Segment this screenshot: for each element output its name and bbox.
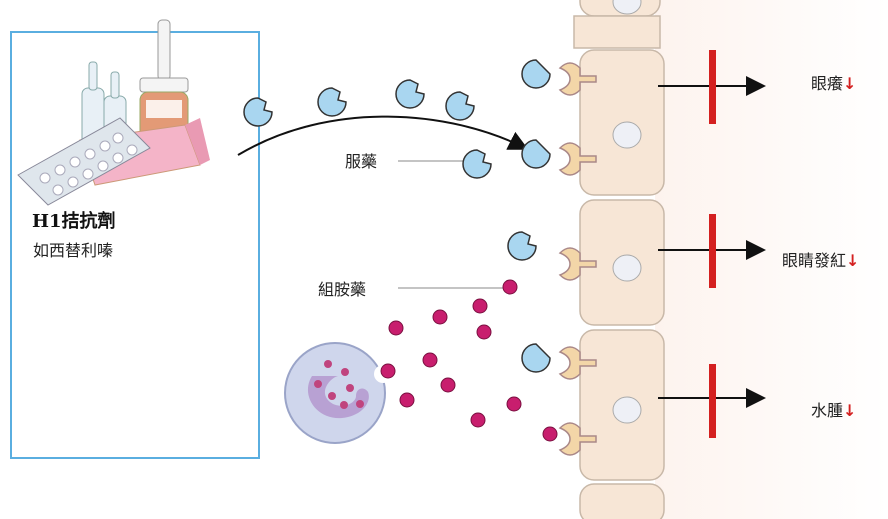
effect-edema-text: 水腫 xyxy=(811,401,843,420)
drug-label: 服藥 xyxy=(345,148,377,172)
block-bar-2 xyxy=(709,214,716,288)
block-bar-1 xyxy=(709,50,716,124)
down-arrow-icon: ↓ xyxy=(843,74,856,93)
effect-edema: 水腫↓ xyxy=(811,397,856,421)
down-arrow-icon: ↓ xyxy=(843,401,856,420)
effect-itch: 眼癢↓ xyxy=(811,70,856,94)
histamine-label: 組胺藥 xyxy=(318,276,366,300)
effect-redness-text: 眼睛發紅 xyxy=(782,251,846,270)
delivery-arrow xyxy=(238,117,525,155)
block-bar-3 xyxy=(709,364,716,438)
panel-title: H1拮抗劑 xyxy=(32,207,116,233)
mast-cell xyxy=(285,343,392,443)
effect-redness: 眼睛發紅↓ xyxy=(782,247,859,271)
medicine-icon xyxy=(18,20,210,205)
panel-subtitle: 如西替利嗪 xyxy=(33,237,113,261)
effect-itch-text: 眼癢 xyxy=(811,74,843,93)
down-arrow-icon: ↓ xyxy=(846,251,859,270)
